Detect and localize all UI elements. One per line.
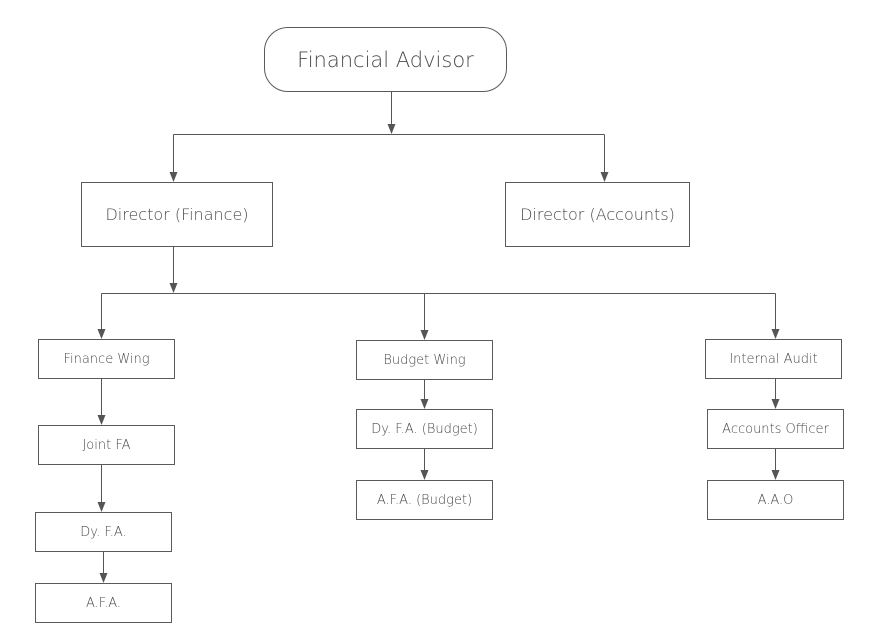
node-internal-audit: Internal Audit <box>705 339 842 379</box>
node-director-accounts: Director (Accounts) <box>505 182 690 247</box>
node-dy-fa-budget: Dy. F.A. (Budget) <box>356 409 493 449</box>
node-afa-budget: A.F.A. (Budget) <box>356 480 493 520</box>
node-director-finance: Director (Finance) <box>81 182 273 247</box>
node-budget-wing: Budget Wing <box>356 340 493 380</box>
node-accounts-officer: Accounts Officer <box>707 409 844 449</box>
node-joint-fa: Joint FA <box>38 425 175 465</box>
node-dy-fa: Dy. F.A. <box>35 512 172 552</box>
node-financial-advisor: Financial Advisor <box>264 27 507 92</box>
node-finance-wing: Finance Wing <box>38 339 175 379</box>
node-aao: A.A.O <box>707 480 844 520</box>
node-afa: A.F.A. <box>35 583 172 623</box>
